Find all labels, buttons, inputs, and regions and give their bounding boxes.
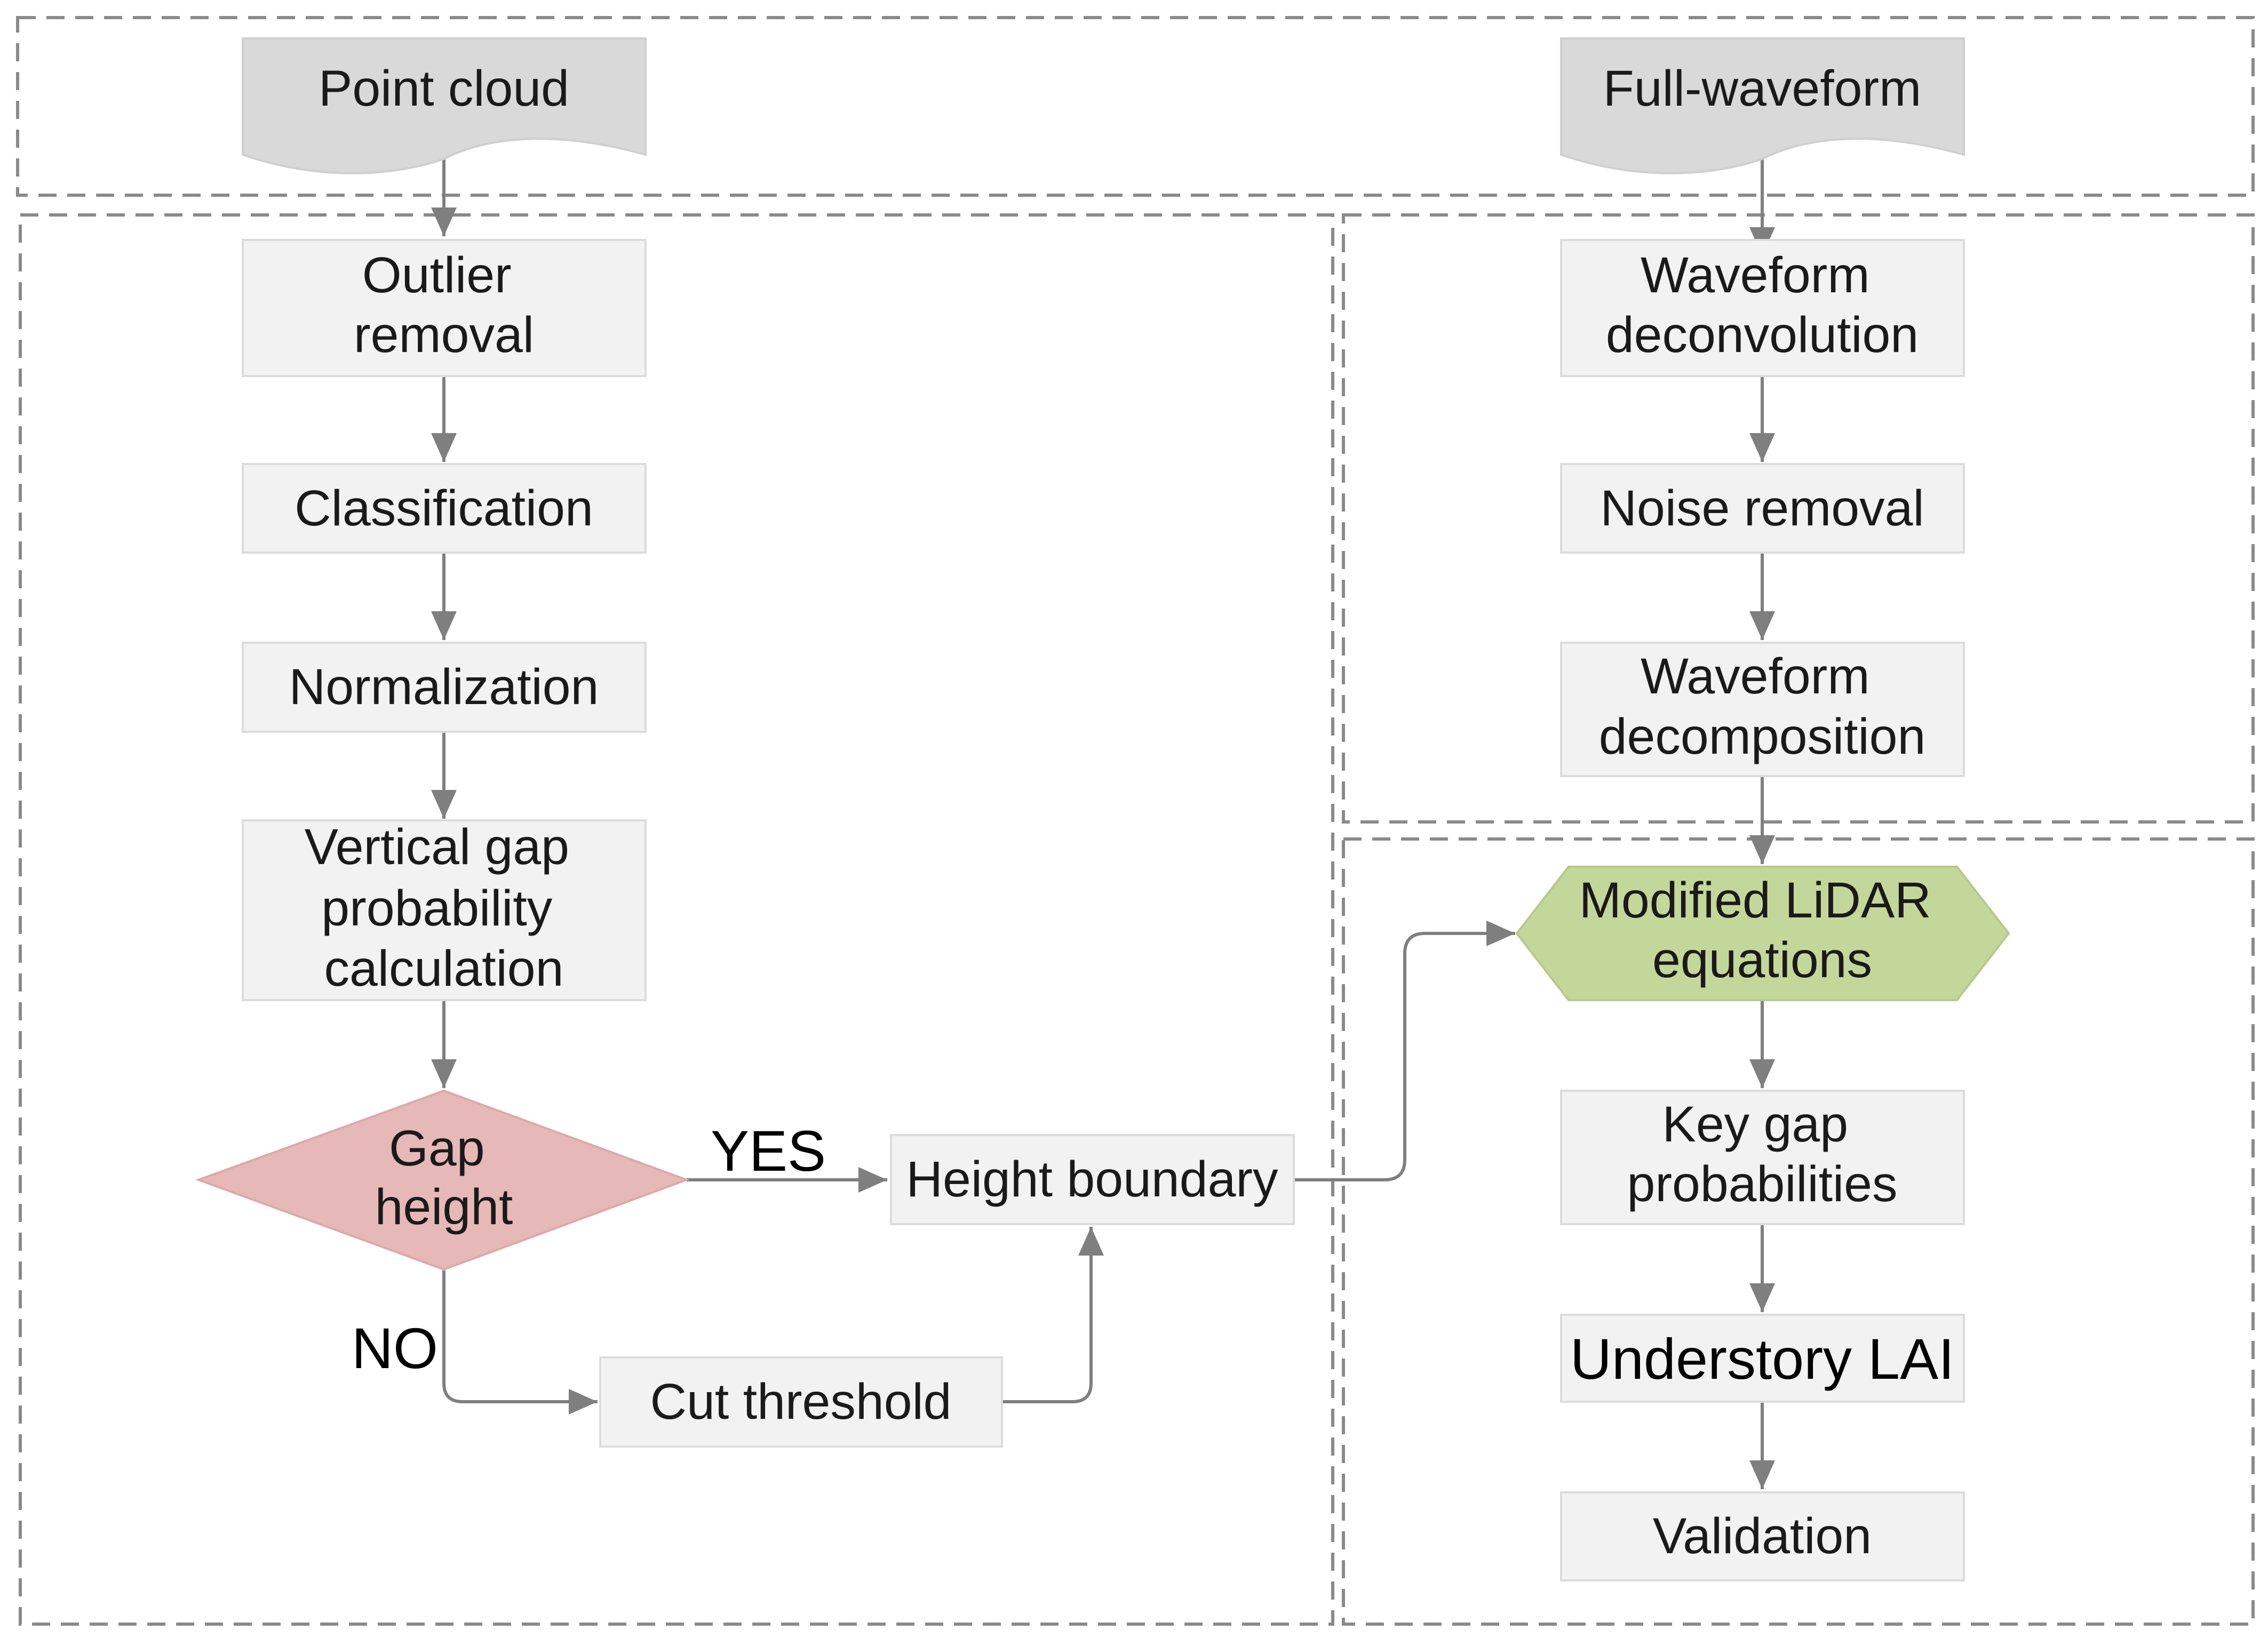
full-waveform-input: Full-waveform bbox=[1560, 37, 1965, 174]
height-boundary-box: Height boundary bbox=[890, 1134, 1295, 1225]
key-gap-label: Key gap probabilities bbox=[1627, 1096, 1898, 1212]
normalization-box: Normalization bbox=[242, 642, 647, 733]
understory-lai-box: Understory LAI bbox=[1560, 1314, 1965, 1403]
validation-box: Validation bbox=[1560, 1491, 1965, 1581]
input-region bbox=[16, 16, 2255, 197]
waveform-processing-region bbox=[1342, 213, 2255, 824]
height-boundary-label: Height boundary bbox=[906, 1151, 1278, 1208]
lidar-equations-label: Modified LiDAR equations bbox=[1579, 872, 1945, 988]
edge-no-cutthreshold bbox=[442, 1271, 598, 1415]
validation-label: Validation bbox=[1653, 1508, 1872, 1564]
waveform-deconvolution-box: Waveform deconvolution bbox=[1560, 239, 1965, 377]
noise-removal-label: Noise removal bbox=[1600, 480, 1924, 537]
estimation-region bbox=[1342, 837, 2255, 1626]
cut-threshold-box: Cut threshold bbox=[599, 1356, 1003, 1448]
point-cloud-label: Point cloud bbox=[319, 60, 569, 117]
decomposition-label: Waveform decomposition bbox=[1599, 648, 1926, 765]
classification-label: Classification bbox=[295, 480, 593, 537]
gap-height-decision: Gap height bbox=[195, 1089, 690, 1271]
point-cloud-region bbox=[19, 213, 1334, 1626]
vertical-gap-label: Vertical gap probability calculation bbox=[305, 819, 584, 997]
edge-heightboundary-lidar bbox=[1294, 921, 1515, 1181]
noise-removal-box: Noise removal bbox=[1560, 463, 1965, 554]
modified-lidar-equations-hexagon: Modified LiDAR equations bbox=[1515, 866, 2010, 1001]
classification-box: Classification bbox=[242, 463, 647, 554]
vertical-gap-box: Vertical gap probability calculation bbox=[242, 819, 647, 1001]
outlier-label: Outlier removal bbox=[354, 247, 534, 363]
yes-label: YES bbox=[711, 1118, 826, 1183]
understory-lai-label: Understory LAI bbox=[1570, 1327, 1954, 1391]
waveform-decomposition-box: Waveform decomposition bbox=[1560, 642, 1965, 777]
point-cloud-input: Point cloud bbox=[242, 37, 647, 174]
gap-height-label: Gap height bbox=[375, 1120, 513, 1235]
full-waveform-label: Full-waveform bbox=[1603, 60, 1922, 117]
edge-cutthreshold-heightboundary bbox=[1002, 1227, 1104, 1403]
deconvolution-label: Waveform deconvolution bbox=[1606, 247, 1919, 363]
normalization-label: Normalization bbox=[289, 659, 599, 715]
key-gap-probabilities-box: Key gap probabilities bbox=[1560, 1090, 1965, 1225]
no-label: NO bbox=[352, 1316, 438, 1380]
outlier-removal-box: Outlier removal bbox=[242, 239, 647, 377]
cut-threshold-label: Cut threshold bbox=[650, 1373, 951, 1430]
